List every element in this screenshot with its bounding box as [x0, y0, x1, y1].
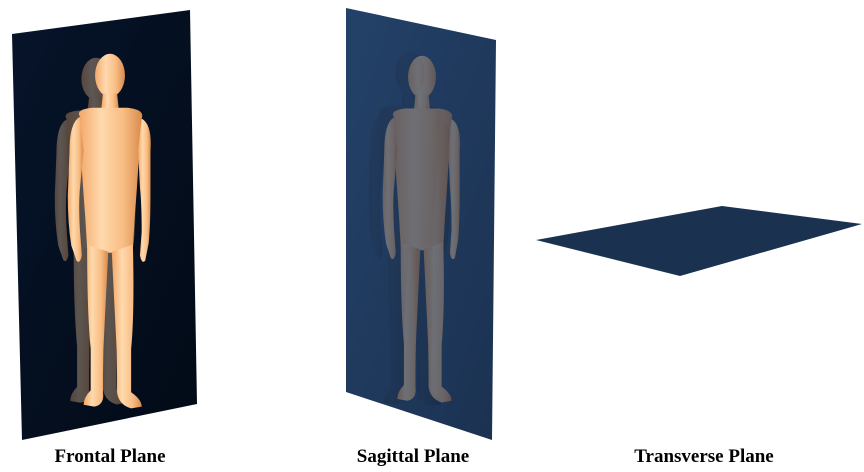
frontal-plane-group	[12, 10, 197, 440]
sagittal-plane-caption: Sagittal Plane	[357, 446, 469, 468]
frontal-plane-caption: Frontal Plane	[54, 446, 165, 468]
transverse-plane-group	[536, 64, 862, 411]
sagittal-plane-group	[346, 8, 496, 440]
transverse-plane	[536, 206, 862, 276]
transverse-plane-caption: Transverse Plane	[634, 446, 774, 468]
